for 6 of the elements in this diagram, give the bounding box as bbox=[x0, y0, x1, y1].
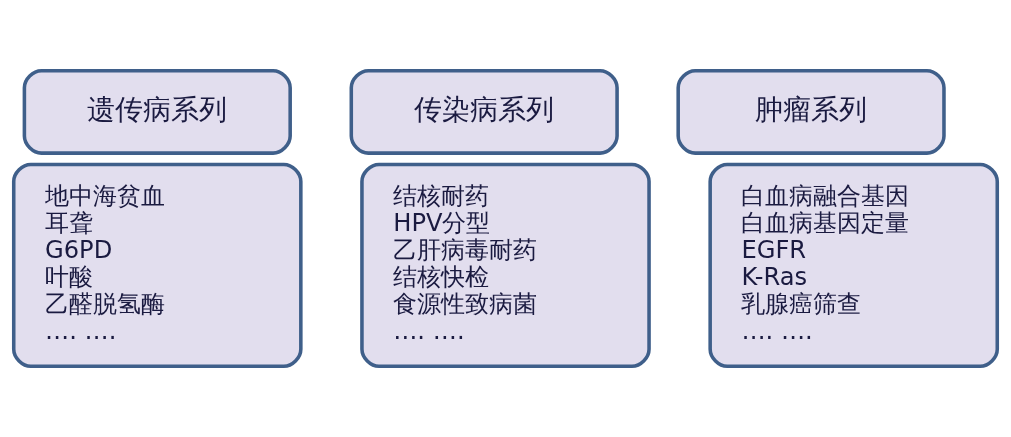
node-box: 肿瘤系列 bbox=[676, 68, 946, 155]
node-box: 结核耐药 HPV分型 乙肝病毒耐药 结核快检 食源性致病菌 …. …. bbox=[360, 162, 651, 369]
node-box: 遗传病系列 bbox=[22, 68, 292, 155]
node-box: 传染病系列 bbox=[349, 68, 619, 155]
node-box: 白血病融合基因 白血病基因定量 EGFR K-Ras 乳腺癌筛查 …. …. bbox=[708, 162, 1000, 369]
node-box: 地中海贫血 耳聋 G6PD 叶酸 乙醛脱氢酶 …. …. bbox=[11, 162, 303, 369]
